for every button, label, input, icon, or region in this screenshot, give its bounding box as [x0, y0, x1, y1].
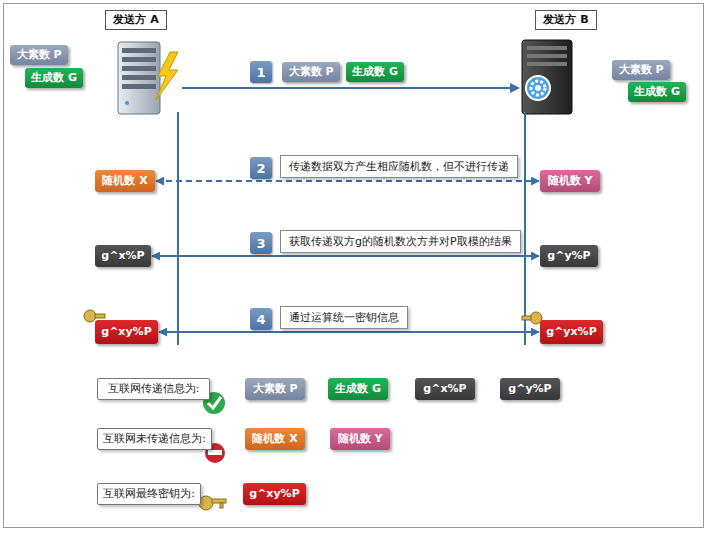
lifeline — [177, 112, 179, 345]
public-value-tag: g^x%P — [415, 378, 475, 400]
random-tag: 随机数 X — [245, 428, 305, 450]
node-text: g^x%P — [423, 382, 466, 395]
server-b — [522, 40, 572, 114]
key-tag: g^xy%P — [95, 320, 158, 344]
node-text: g^y%P — [547, 249, 590, 262]
node-text: 随机数 Y — [338, 432, 383, 445]
generator-tag: 生成数 G — [628, 82, 686, 102]
key-icon — [199, 496, 226, 510]
public-value-tag: g^y%P — [540, 245, 598, 267]
step-arrow — [182, 87, 512, 89]
step-description: 通过运算统一密钥信息 — [280, 306, 408, 329]
generator-tag: 生成数 G — [328, 378, 388, 400]
key-icon — [522, 312, 542, 324]
step-description: 获取传递双方g的随机数次方并对P取模的结果 — [280, 230, 521, 253]
caption-box: 互联网最终密钥为: — [97, 483, 201, 505]
frame — [4, 4, 704, 528]
prime-tag: 大素数 P — [10, 45, 68, 65]
callout-number: 2 — [250, 157, 272, 179]
node-text: g^xy%P — [101, 325, 151, 338]
node-text: 生成数 G — [31, 71, 77, 84]
lifeline — [524, 112, 526, 345]
callout-number: 4 — [250, 308, 272, 330]
random-tag: 随机数 Y — [540, 170, 600, 192]
node-text: 大素数 P — [619, 63, 664, 76]
random-tag: 随机数 X — [95, 170, 155, 192]
key-tag: g^xy%P — [243, 483, 306, 505]
random-tag: 随机数 Y — [330, 428, 390, 450]
node-text: 互联网最终密钥为: — [103, 487, 195, 500]
node-text: 大素数 P — [289, 65, 334, 78]
step-arrow — [156, 180, 539, 182]
node-text: 生成数 G — [634, 85, 680, 98]
prime-tag: 大素数 P — [612, 60, 670, 80]
node-text: 互联网传递信息为: — [108, 382, 200, 395]
node-text: g^xy%P — [249, 487, 299, 500]
step-description: 传递数据双方产生相应随机数，但不进行传递 — [280, 155, 518, 178]
node-text: g^x%P — [101, 249, 144, 262]
node-text: 大素数 P — [17, 48, 62, 61]
generator-tag: 生成数 G — [346, 62, 404, 82]
node-text: 随机数 X — [102, 174, 147, 187]
callout-number: 3 — [250, 232, 272, 254]
server-a — [118, 42, 178, 114]
generator-tag: 生成数 G — [25, 68, 83, 88]
node-text: 生成数 G — [352, 65, 398, 78]
prime-tag: 大素数 P — [245, 378, 305, 400]
node-text: 发送方 B — [543, 13, 588, 26]
node-text: 发送方 A — [113, 13, 158, 26]
node-text: 随机数 Y — [548, 174, 593, 187]
key-tag: g^yx%P — [540, 320, 603, 344]
node-text: 生成数 G — [335, 382, 381, 395]
step-arrow — [152, 255, 539, 257]
sender-box: 发送方 A — [105, 10, 167, 30]
arrowhead — [510, 83, 520, 93]
public-value-tag: g^y%P — [500, 378, 560, 400]
node-text: 大素数 P — [253, 382, 298, 395]
sender-box: 发送方 B — [535, 10, 597, 30]
node-text: 随机数 X — [252, 432, 297, 445]
caption-box: 互联网未传递信息为: — [97, 428, 212, 450]
node-text: 互联网未传递信息为: — [103, 432, 206, 445]
public-value-tag: g^x%P — [95, 245, 151, 267]
caption-box: 互联网传递信息为: — [97, 378, 210, 400]
node-text: g^y%P — [508, 382, 551, 395]
node-text: g^yx%P — [546, 325, 596, 338]
callout-number: 1 — [250, 61, 272, 83]
prime-tag: 大素数 P — [282, 62, 340, 82]
step-arrow — [159, 331, 539, 333]
